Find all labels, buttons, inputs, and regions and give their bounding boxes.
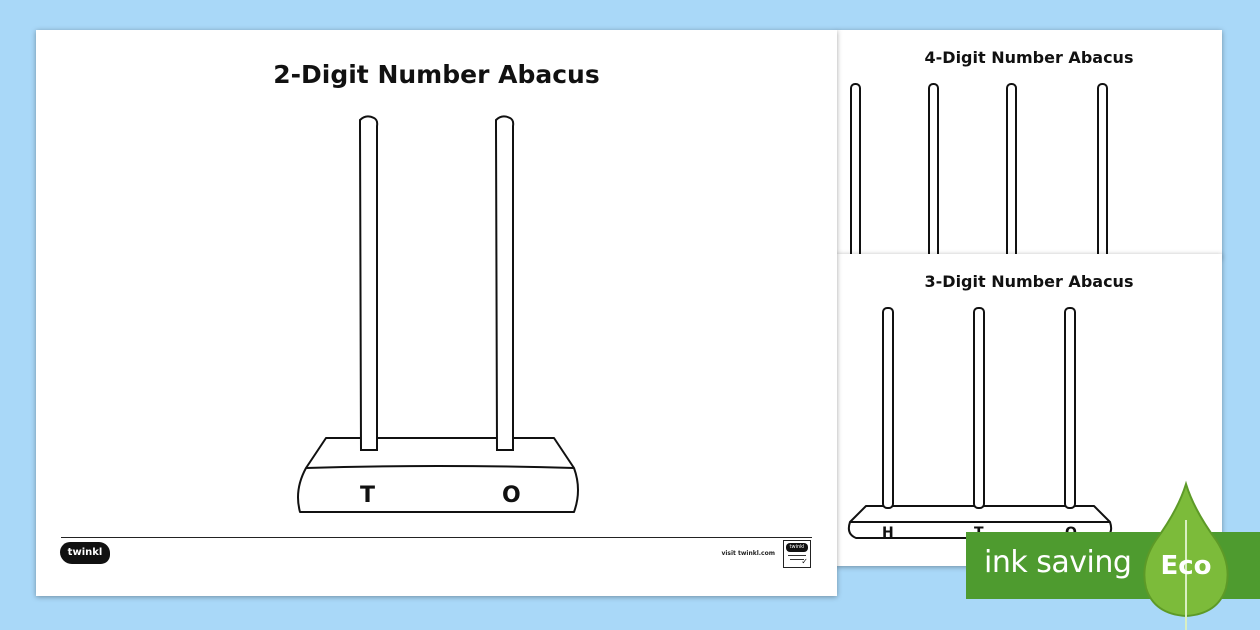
abacus-rod-tens [359, 115, 379, 451]
two-digit-abacus-drawing: T O [297, 115, 579, 513]
abacus-rod [973, 307, 985, 509]
eco-badge-text: Eco [1160, 551, 1211, 581]
three-digit-abacus-drawing: H T O [847, 307, 1113, 541]
twinkl-logo-icon: twinkl [60, 542, 110, 564]
abacus-rod [1097, 83, 1108, 258]
badge-line [790, 559, 804, 560]
abacus-rod [850, 83, 861, 258]
two-digit-sheet-title: 2-Digit Number Abacus [273, 60, 600, 89]
abacus-rod [928, 83, 939, 258]
place-label-ones: O [502, 483, 521, 508]
ink-saving-text: ink saving [984, 545, 1132, 580]
two-digit-abacus-sheet: 2-Digit Number Abacus T O twinkl visit t… [36, 30, 837, 596]
place-label-tens: T [360, 483, 375, 508]
abacus-base [297, 437, 579, 513]
visit-website-text: visit twinkl.com [721, 550, 775, 557]
abacus-rod [1006, 83, 1017, 258]
place-label-hundreds: H [882, 525, 894, 541]
check-icon: ✓ [801, 557, 808, 566]
three-digit-sheet-title: 3-Digit Number Abacus [924, 272, 1134, 291]
quality-standard-badge-icon: twinkl ✓ [783, 540, 811, 568]
footer-divider [61, 537, 812, 538]
four-digit-abacus-drawing [850, 83, 1108, 258]
abacus-rod [882, 307, 894, 509]
eco-leaf-icon: Eco [1143, 480, 1229, 630]
abacus-rod-ones [495, 115, 515, 451]
abacus-rod [1064, 307, 1076, 509]
four-digit-abacus-sheet: 4-Digit Number Abacus [836, 30, 1222, 258]
abacus-base-edge [305, 465, 575, 469]
three-digit-abacus-sheet: 3-Digit Number Abacus H T O [836, 254, 1222, 566]
four-digit-sheet-title: 4-Digit Number Abacus [924, 48, 1134, 67]
badge-logo-text: twinkl [786, 543, 808, 552]
badge-line [788, 555, 806, 556]
